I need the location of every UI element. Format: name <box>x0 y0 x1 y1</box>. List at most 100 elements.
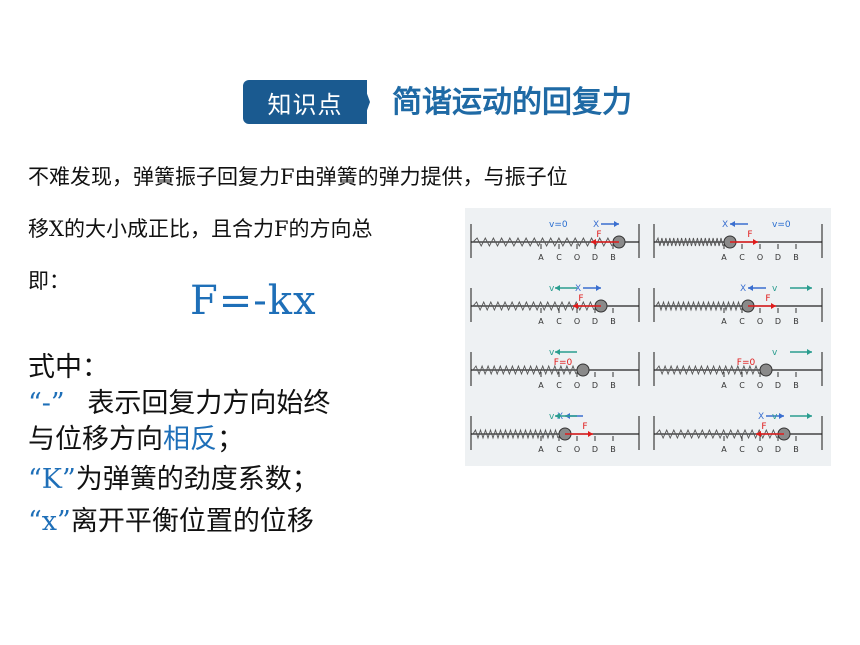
tick-label-a: A <box>538 253 544 262</box>
displacement-label: X <box>740 284 746 294</box>
displacement-label: X <box>557 412 563 422</box>
tick-label-d: D <box>592 445 598 454</box>
spring <box>472 428 559 440</box>
velocity-label: v <box>772 412 778 422</box>
minus-desc2-a: 与位移方向 <box>28 424 163 455</box>
force-arrow-head <box>573 303 578 309</box>
force-arrow-head <box>771 303 776 309</box>
tick-label-d: D <box>592 253 598 262</box>
tick-label-c: C <box>556 253 562 262</box>
x-quote: “x” <box>28 506 71 537</box>
displacement-arrow-head <box>748 285 753 291</box>
velocity-label: v <box>549 284 555 294</box>
minus-quote: “-” <box>28 388 65 419</box>
tick-label-b: B <box>610 317 616 326</box>
tick-label-c: C <box>556 445 562 454</box>
force-arrow-head <box>591 239 596 245</box>
tick-label-d: D <box>592 381 598 390</box>
tick-label-o: O <box>757 445 763 454</box>
force-label: F=0 <box>737 358 756 368</box>
displacement-label: X <box>722 220 728 230</box>
k-desc: 为弹簧的劲度系数； <box>75 464 319 495</box>
minus-desc: 表示回复力方向始终 <box>87 388 331 419</box>
tick-label-b: B <box>793 445 799 454</box>
tick-label-b: B <box>793 381 799 390</box>
velocity-arrow-head <box>555 413 560 419</box>
tick-label-a: A <box>538 445 544 454</box>
tick-label-b: B <box>793 253 799 262</box>
velocity-label: v=0 <box>549 220 568 230</box>
tick-label-o: O <box>757 381 763 390</box>
tick-label-a: A <box>721 445 727 454</box>
tick-label-d: D <box>592 317 598 326</box>
tick-label-c: C <box>739 317 745 326</box>
velocity-arrow-head <box>555 349 560 355</box>
tick-label-a: A <box>721 317 727 326</box>
oscillator-ball <box>576 363 590 377</box>
spring <box>655 236 724 247</box>
force-label: F <box>761 422 766 432</box>
spring <box>472 300 595 312</box>
section-heading: 简谐运动的回复力 <box>392 85 632 120</box>
tick-label-c: C <box>739 253 745 262</box>
tick-label-d: D <box>775 253 781 262</box>
tick-label-d: D <box>775 381 781 390</box>
force-label: F <box>747 230 752 240</box>
tick-label-b: B <box>793 317 799 326</box>
oscillator-ball <box>759 363 773 377</box>
tick-label-o: O <box>574 253 580 262</box>
force-label: F <box>582 422 587 432</box>
tick-label-c: C <box>556 317 562 326</box>
body-intro: 式中： <box>28 352 109 383</box>
force-label: F <box>596 230 601 240</box>
body-x-line: “x”离开平衡位置的位移 <box>28 504 314 540</box>
body-minus-line-2: 与位移方向相反； <box>28 422 244 458</box>
minus-desc2-b: 相反 <box>163 424 217 455</box>
x-desc: 离开平衡位置的位移 <box>70 506 314 537</box>
tick-label-o: O <box>757 253 763 262</box>
tick-label-a: A <box>721 253 727 262</box>
badge-tail <box>362 80 370 124</box>
minus-desc2-c: ； <box>217 424 244 455</box>
tick-label-d: D <box>775 317 781 326</box>
spring <box>472 364 577 376</box>
tick-label-b: B <box>610 445 616 454</box>
spring <box>655 428 778 440</box>
force-arrow-head <box>588 431 593 437</box>
velocity-arrow-head <box>555 285 560 291</box>
displacement-arrow-head <box>730 221 735 227</box>
tick-label-o: O <box>757 317 763 326</box>
paragraph-line-2: 移X的大小成正比，且合力F的方向总 <box>28 217 373 241</box>
force-arrow-head <box>756 431 761 437</box>
tick-label-o: O <box>574 317 580 326</box>
spring <box>472 237 613 247</box>
force-arrow-head <box>753 239 758 245</box>
force-label: F <box>578 294 583 304</box>
displacement-label: X <box>593 220 599 230</box>
displacement-arrow-head <box>596 285 601 291</box>
tick-label-c: C <box>556 381 562 390</box>
tick-label-o: O <box>574 381 580 390</box>
velocity-label: v <box>549 348 555 358</box>
velocity-label: v <box>772 348 778 358</box>
tick-label-d: D <box>775 445 781 454</box>
force-label: F=0 <box>554 358 573 368</box>
velocity-label: v=0 <box>772 220 791 230</box>
tick-label-b: B <box>610 253 616 262</box>
body-k-line: “K”为弹簧的劲度系数； <box>28 462 319 498</box>
tick-label-o: O <box>574 445 580 454</box>
velocity-arrow-head <box>807 413 812 419</box>
tick-label-b: B <box>610 381 616 390</box>
force-label: F <box>765 294 770 304</box>
body-minus-line: “-” 表示回复力方向始终 <box>28 386 330 422</box>
badge-label: 知识点 <box>267 90 343 119</box>
tick-label-c: C <box>739 445 745 454</box>
